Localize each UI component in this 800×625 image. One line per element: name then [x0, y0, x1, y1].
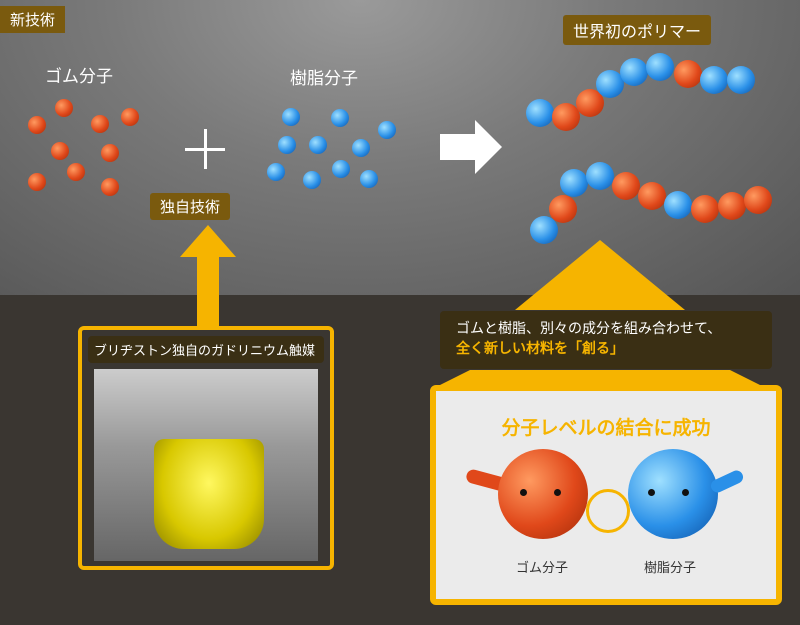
- polymer-chain-unit: [718, 192, 746, 220]
- rubber-molecule: [51, 142, 69, 160]
- eye: [520, 489, 527, 496]
- rubber-molecule: [121, 108, 139, 126]
- up-arrow-icon: [180, 225, 236, 335]
- rubber-molecule: [101, 178, 119, 196]
- rubber-molecule: [67, 163, 85, 181]
- resin-molecule: [309, 136, 327, 154]
- catalyst-liquid: [154, 439, 264, 549]
- world-first-badge: 世界初のポリマー: [563, 15, 712, 45]
- catalyst-photo: [94, 369, 318, 561]
- polymer-chain-unit: [620, 58, 648, 86]
- polymer-chain-unit: [638, 182, 666, 210]
- eye: [682, 489, 689, 496]
- rubber-molecule: [28, 173, 46, 191]
- new-tech-badge: 新技術: [0, 6, 66, 33]
- proprietary-tech-badge: 独自技術: [150, 193, 231, 220]
- rubber-molecule-large: [498, 449, 588, 539]
- catalyst-caption: ブリヂストン独自のガドリニウム触媒: [88, 336, 324, 363]
- polymer-chain-unit: [560, 169, 588, 197]
- message-box: ゴムと樹脂、別々の成分を組み合わせて、 全く新しい材料を「創る」: [440, 311, 772, 369]
- polymer-chain-unit: [727, 66, 755, 94]
- bond-resin-label: 樹脂分子: [644, 561, 697, 576]
- resin-arm: [708, 468, 746, 495]
- polymer-chain-unit: [549, 195, 577, 223]
- rubber-molecule: [55, 99, 73, 117]
- message-line-2: 全く新しい材料を「創る」: [456, 341, 624, 357]
- message-line-1: ゴムと樹脂、別々の成分を組み合わせて、: [456, 321, 722, 337]
- resin-molecule: [267, 163, 285, 181]
- polymer-chain-unit: [612, 172, 640, 200]
- resin-molecule: [278, 136, 296, 154]
- polymer-chain-unit: [596, 70, 624, 98]
- resin-molecule: [352, 139, 370, 157]
- rubber-molecule: [91, 115, 109, 133]
- right-arrow-icon: [440, 120, 502, 174]
- polymer-chain-unit: [530, 216, 558, 244]
- callout-shape: [440, 240, 760, 385]
- rubber-label: ゴム分子: [45, 67, 113, 87]
- resin-molecule: [332, 160, 350, 178]
- resin-molecule: [303, 171, 321, 189]
- rubber-molecule: [28, 116, 46, 134]
- bond-highlight-circle: [586, 489, 630, 533]
- polymer-chain-unit: [646, 53, 674, 81]
- polymer-chain-unit: [744, 186, 772, 214]
- success-panel: 分子レベルの結合に成功 ゴム分子 樹脂分子: [430, 385, 782, 605]
- plus-icon-vertical: [204, 129, 207, 169]
- polymer-chain-unit: [586, 162, 614, 190]
- polymer-chain-unit: [664, 191, 692, 219]
- catalyst-panel: ブリヂストン独自のガドリニウム触媒: [78, 326, 334, 570]
- resin-label: 樹脂分子: [290, 69, 358, 89]
- eye: [648, 489, 655, 496]
- polymer-chain-unit: [674, 60, 702, 88]
- resin-molecule: [282, 108, 300, 126]
- polymer-chain-unit: [691, 195, 719, 223]
- top-panel: [0, 0, 800, 295]
- success-title: 分子レベルの結合に成功: [501, 417, 711, 439]
- resin-molecule-large: [628, 449, 718, 539]
- polymer-chain-unit: [700, 66, 728, 94]
- polymer-chain-unit: [526, 99, 554, 127]
- resin-molecule: [331, 109, 349, 127]
- resin-molecule: [360, 170, 378, 188]
- eye: [554, 489, 561, 496]
- resin-molecule: [378, 121, 396, 139]
- polymer-chain-unit: [552, 103, 580, 131]
- rubber-molecule: [101, 144, 119, 162]
- bond-rubber-label: ゴム分子: [516, 561, 569, 576]
